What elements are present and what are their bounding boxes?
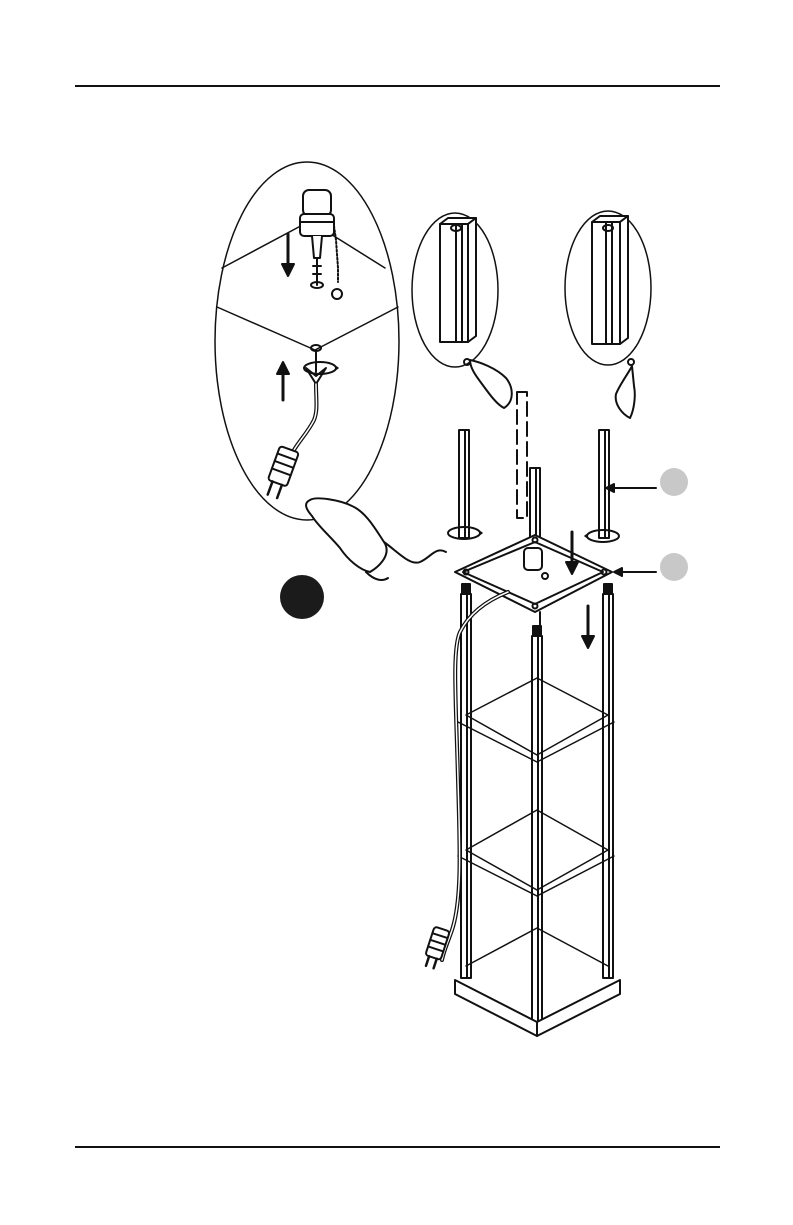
hand-pointer-icon bbox=[306, 498, 446, 580]
down-arrow-icon bbox=[582, 606, 594, 648]
socket-icon bbox=[300, 190, 342, 299]
pole-profile-callout-2 bbox=[565, 211, 651, 418]
upper-poles bbox=[448, 392, 619, 548]
step-badge bbox=[280, 575, 324, 619]
up-arrow-icon bbox=[277, 362, 289, 400]
hand-pointer-icon bbox=[616, 366, 635, 418]
part-callout-badge bbox=[660, 553, 688, 581]
shelf-tower bbox=[422, 584, 620, 1036]
plug-icon bbox=[263, 446, 299, 500]
socket-detail-callout bbox=[215, 162, 446, 580]
part-callout-arrows bbox=[606, 484, 656, 576]
down-arrow-icon bbox=[282, 234, 294, 276]
hand-pointer-icon bbox=[470, 360, 512, 408]
pole-profile-callout-1 bbox=[412, 213, 512, 408]
part-callout-badge bbox=[660, 468, 688, 496]
